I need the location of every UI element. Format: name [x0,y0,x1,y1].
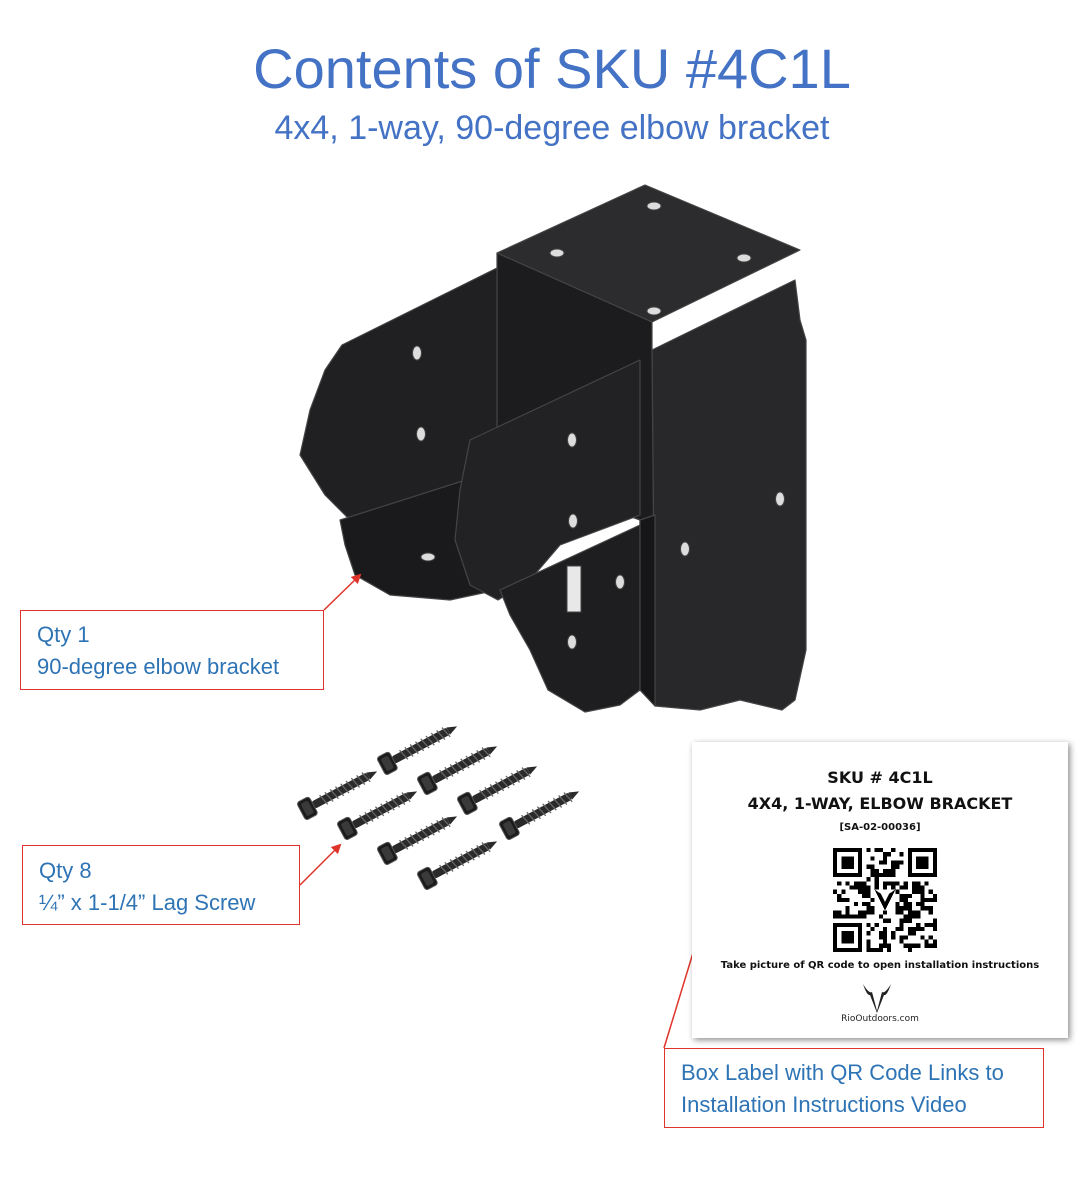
bull-logo-icon [863,984,891,1013]
lag-screw [297,771,378,820]
box-label-part-number: [SA-02-00036] [839,822,921,833]
box-label-instruction: Take picture of QR code to open installa… [720,960,1040,971]
page-subtitle: 4x4, 1-way, 90-degree elbow bracket [274,109,830,147]
callout-label-line1: Box Label with QR Code Links to [681,1060,1004,1085]
callout-label-line2: Installation Instructions Video [681,1092,967,1117]
lag-screw [377,816,458,865]
screw-arrow-icon [299,843,342,886]
qr-code-icon [833,848,937,952]
lag-screws [297,726,580,890]
lag-screw [457,766,538,815]
lag-screw [499,791,580,840]
callout-screws-qty: Qty 8 [39,858,92,883]
bracket-holes [412,201,785,650]
callout-screws-desc: ¼” x 1-1/4” Lag Screw [39,890,256,915]
box-label-sku: SKU # 4C1L [827,768,933,787]
callout-screws: Qty 8 ¼” x 1-1/4” Lag Screw [22,845,300,925]
callout-bracket-qty: Qty 1 [37,622,90,647]
box-label: SKU # 4C1L 4X4, 1-WAY, ELBOW BRACKET [SA… [692,742,1068,1038]
callout-bracket-desc: 90-degree elbow bracket [37,654,280,679]
bracket-arrow-icon [323,573,362,611]
elbow-bracket [299,184,807,713]
lag-screw [377,726,458,775]
lag-screw [337,791,418,840]
lag-screw [417,841,498,890]
box-label-website: RioOutdoors.com [841,1014,919,1024]
box-label-product: 4X4, 1-WAY, ELBOW BRACKET [747,794,1013,813]
callout-bracket: Qty 1 90-degree elbow bracket [20,610,324,690]
page-title: Contents of SKU #4C1L [253,37,851,100]
callout-box-label: Box Label with QR Code Links to Installa… [664,1048,1044,1128]
bracket-slot [566,565,582,613]
lag-screw [417,746,498,795]
